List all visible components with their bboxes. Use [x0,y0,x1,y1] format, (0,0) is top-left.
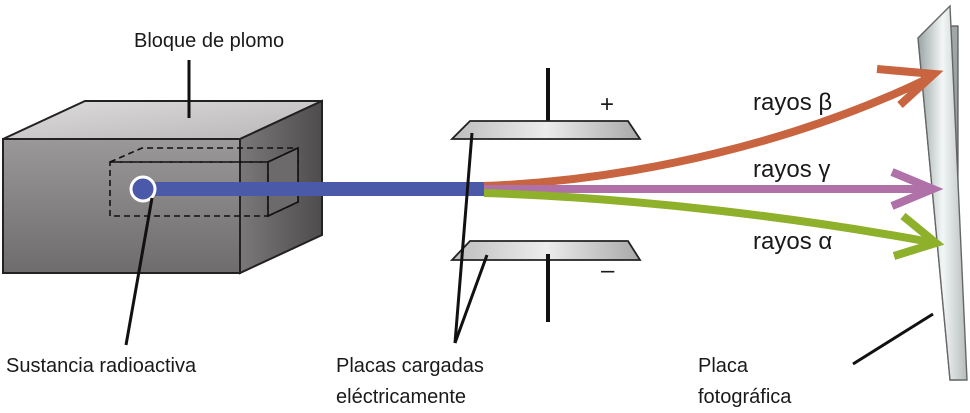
plates-pointer-upper [453,132,474,344]
label-ray-alpha: rayos α [753,228,832,255]
lead-block-front [2,138,241,274]
photo-plate-pointer [852,312,934,366]
ray-beta-arrowhead [876,65,944,108]
label-lead-block: Bloque de plomo [134,30,284,52]
label-charged-plates-line1: Placas cargadas [336,355,484,377]
minus-sign: – [601,257,615,284]
radiation-beam [143,182,484,196]
photographic-plate [917,4,968,381]
label-photo-plate-line2: fotográfica [698,386,792,408]
radioactive-source [129,175,157,203]
label-radioactive-substance: Sustancia radioactiva [6,355,197,377]
source-pointer [124,197,154,346]
lead-block [2,99,323,275]
ray-gamma [484,168,944,210]
label-photo-plate-line1: Placa [698,355,749,377]
positive-plate [449,68,642,140]
ray-gamma-arrowhead [890,168,944,210]
label-ray-gamma: rayos γ [753,156,830,183]
photographic-plate-face [917,4,968,381]
ray-alpha-arrowhead [892,212,945,260]
ray-beta-path [483,76,927,190]
label-charged-plates-line2: eléctricamente [336,386,466,408]
ray-beta [483,65,944,190]
plates-pointer-lower [453,254,489,344]
plus-sign: + [600,91,614,118]
label-ray-beta: rayos β [753,89,832,116]
ray-alpha-path [483,189,931,246]
ray-alpha [483,189,945,260]
